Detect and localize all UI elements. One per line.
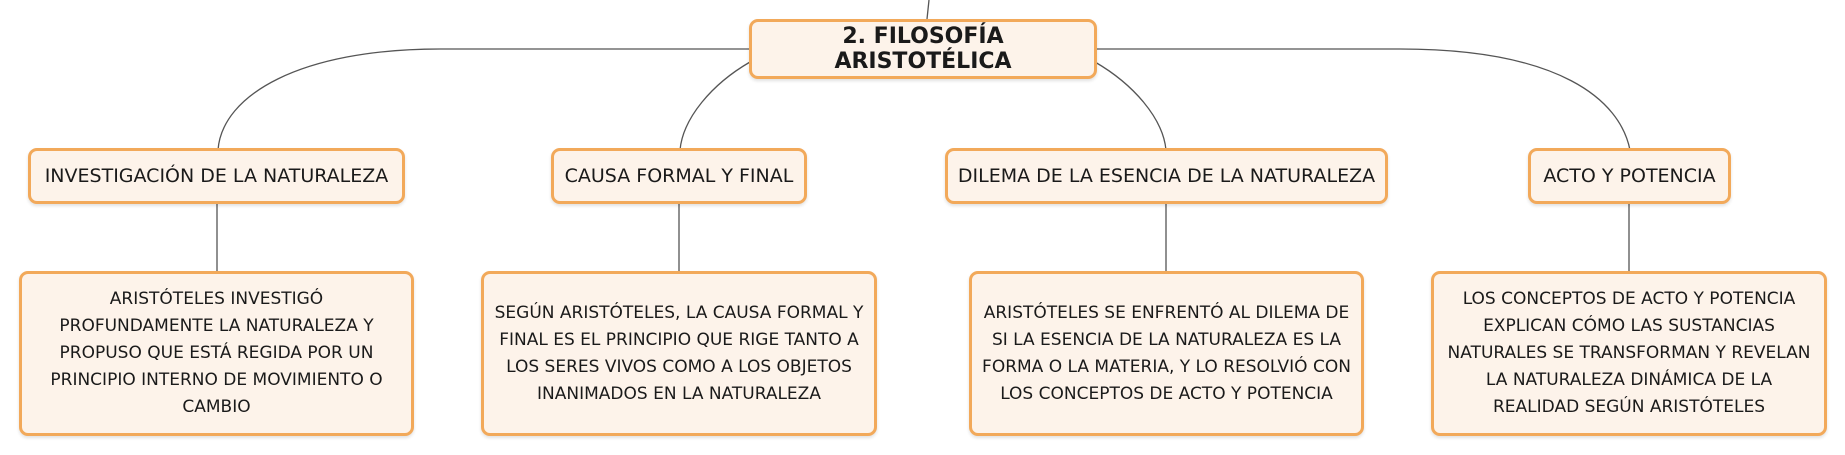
branch-description-text: ARISTÓTELES INVESTIGÓ PROFUNDAMENTE LA N… [50, 289, 383, 417]
branch-description-4[interactable]: LOS CONCEPTOS DE ACTO Y POTENCIA EXPLICA… [1431, 271, 1827, 436]
connector-root-branch-2 [679, 61, 751, 151]
root-topic-label: 2. FILOSOFÍA ARISTOTÉLICA [834, 24, 1012, 74]
branch-topic-2[interactable]: CAUSA FORMAL Y FINAL [551, 148, 807, 204]
branch-topic-3[interactable]: DILEMA DE LA ESENCIA DE LA NATURALEZA [945, 148, 1388, 204]
connector-root-branch-4 [1095, 48, 1631, 151]
branch-description-1[interactable]: ARISTÓTELES INVESTIGÓ PROFUNDAMENTE LA N… [19, 271, 414, 436]
branch-topic-label: ACTO Y POTENCIA [1543, 165, 1716, 187]
branch-topic-4[interactable]: ACTO Y POTENCIA [1528, 148, 1731, 204]
connector-root-branch-3 [1094, 61, 1167, 151]
connector-root-branch-1 [217, 48, 750, 151]
branch-description-text: SEGÚN ARISTÓTELES, LA CAUSA FORMAL Y FIN… [494, 302, 864, 404]
branch-description-text: LOS CONCEPTOS DE ACTO Y POTENCIA EXPLICA… [1447, 289, 1811, 417]
branch-description-3[interactable]: ARISTÓTELES SE ENFRENTÓ AL DILEMA DE SI … [969, 271, 1364, 436]
root-topic[interactable]: 2. FILOSOFÍA ARISTOTÉLICA [749, 19, 1097, 79]
branch-description-2[interactable]: SEGÚN ARISTÓTELES, LA CAUSA FORMAL Y FIN… [481, 271, 877, 436]
connector-incoming [926, 0, 930, 20]
branch-description-text: ARISTÓTELES SE ENFRENTÓ AL DILEMA DE SI … [982, 302, 1351, 404]
branch-topic-label: CAUSA FORMAL Y FINAL [564, 165, 794, 187]
branch-topic-label: INVESTIGACIÓN DE LA NATURALEZA [44, 165, 389, 187]
branch-topic-label: DILEMA DE LA ESENCIA DE LA NATURALEZA [957, 165, 1376, 187]
branch-topic-1[interactable]: INVESTIGACIÓN DE LA NATURALEZA [28, 148, 405, 204]
